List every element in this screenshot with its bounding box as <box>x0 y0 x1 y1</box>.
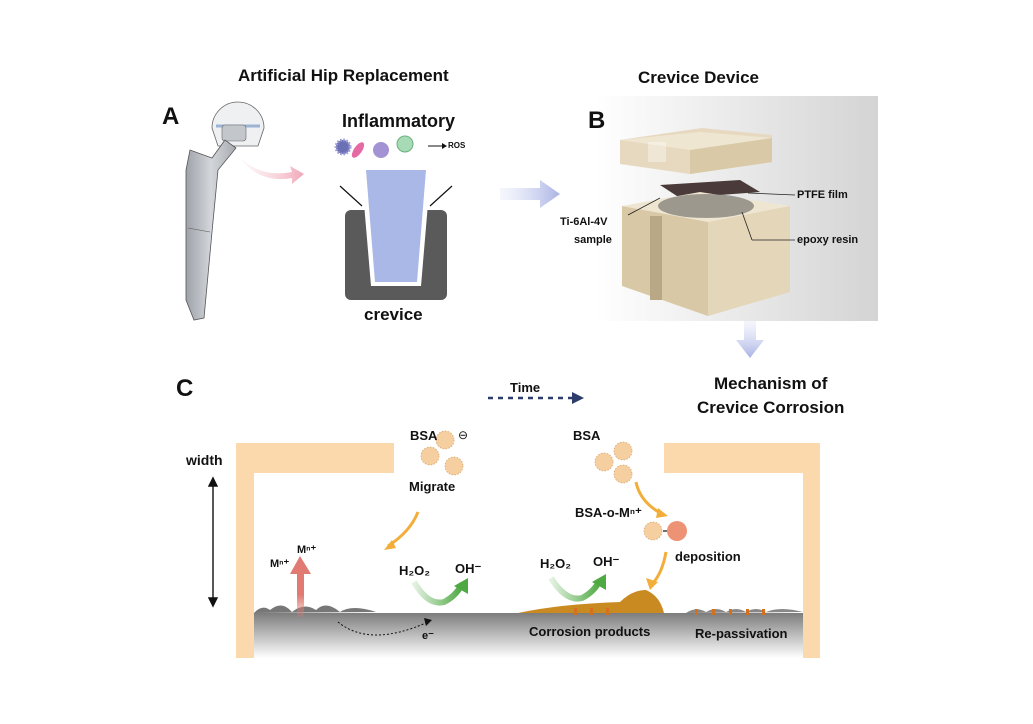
negative-charge-icon: ⊖ <box>458 428 469 442</box>
panel-b-title: Crevice Device <box>638 68 759 87</box>
migrate-label: Migrate <box>409 479 456 494</box>
passivation-dots <box>574 608 765 615</box>
bsa-label-left: BSA <box>410 428 438 443</box>
bsa-complex-label: BSA-o-Mⁿ⁺ <box>575 505 642 520</box>
flow-arrow-right <box>500 180 560 208</box>
width-double-arrow <box>207 476 219 608</box>
oh-label-left: OH⁻ <box>455 561 482 576</box>
metal-ion-label-1: Mⁿ⁺ <box>270 558 290 570</box>
bsa-complex-protein <box>643 521 663 541</box>
repassivation-label: Re-passivation <box>695 626 788 641</box>
rough-surface-right <box>686 609 803 613</box>
pink-arrow <box>240 158 304 184</box>
sample-label-line2: sample <box>574 234 612 246</box>
red-arrow-shaft <box>297 572 304 617</box>
right-crevice-wall <box>664 443 820 658</box>
green-arrow-right <box>548 576 603 602</box>
crevice-inset-graphic <box>339 168 453 300</box>
panel-a-title: Artificial Hip Replacement <box>238 66 449 85</box>
corrosion-products-label: Corrosion products <box>529 624 651 639</box>
crevice-device-graphic <box>596 96 878 321</box>
time-arrow-head <box>572 392 584 404</box>
bsa-cluster-left <box>420 430 464 476</box>
h2o2-label-right: H₂O₂ <box>540 556 572 571</box>
bsa-cluster-right <box>594 441 633 484</box>
h2o2-label-left: H₂O₂ <box>399 563 431 578</box>
oh-label-right: OH⁻ <box>593 554 620 569</box>
green-arrow-left <box>411 580 465 606</box>
metal-ion-label-2: Mⁿ⁺ <box>297 544 317 556</box>
flow-arrow-down <box>736 320 764 358</box>
time-label: Time <box>510 380 541 395</box>
metal-substrate <box>254 613 803 658</box>
bsa-complex-metal <box>667 521 687 541</box>
orange-arrow-left <box>387 511 420 548</box>
red-arrow-head <box>290 556 311 574</box>
electron-label: e⁻ <box>422 630 434 642</box>
panel-c-title-line2: Crevice Corrosion <box>697 398 845 417</box>
inflammatory-cells-icon <box>334 135 447 158</box>
corrosion-products <box>518 590 664 613</box>
width-label: width <box>186 452 223 468</box>
hip-implant-icon <box>185 101 265 321</box>
inflammatory-label: Inflammatory <box>342 111 456 131</box>
panel-c-title-line1: Mechanism of <box>714 374 828 393</box>
panel-b-letter: B <box>588 107 606 134</box>
deposition-label: deposition <box>675 549 741 564</box>
ptfe-film-label: PTFE film <box>797 189 848 201</box>
orange-arrow-right-2 <box>650 551 668 586</box>
electron-arrow <box>337 621 429 636</box>
crevice-label: crevice <box>364 305 423 324</box>
epoxy-resin-label: epoxy resin <box>797 234 859 246</box>
device-callout-lines <box>627 192 796 241</box>
panel-c-letter: C <box>176 375 194 402</box>
rough-surface-left <box>254 605 376 613</box>
left-crevice-wall <box>236 443 394 658</box>
bsa-label-right: BSA <box>573 428 601 443</box>
ros-label: ROS <box>448 141 466 150</box>
sample-label-line1: Ti-6Al-4V <box>560 216 608 228</box>
panel-a-letter: A <box>162 103 180 130</box>
wavy-divider <box>507 425 525 607</box>
